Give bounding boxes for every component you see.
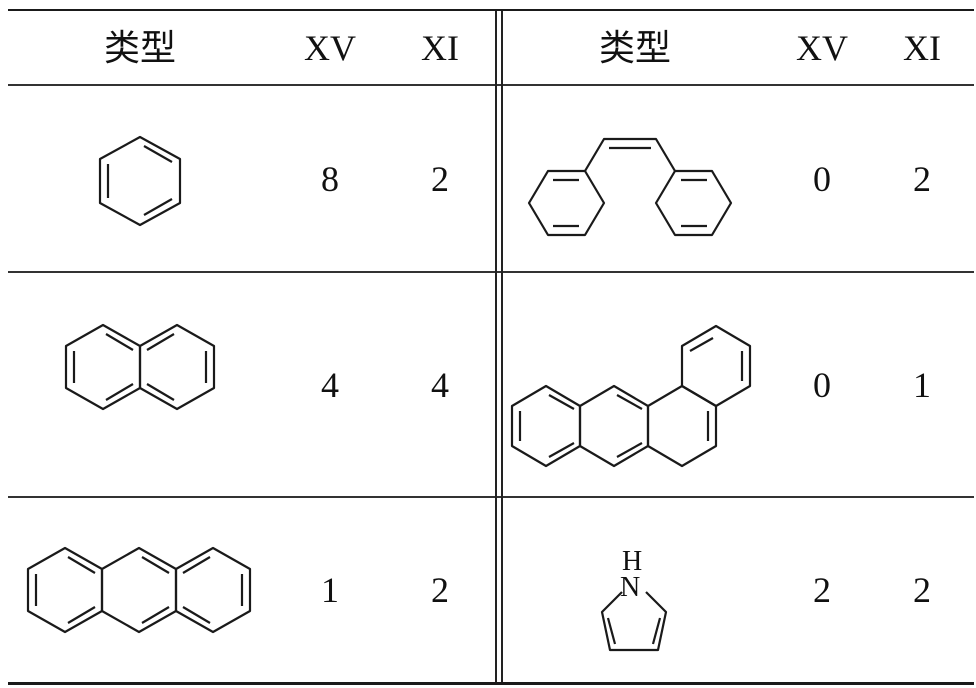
row1-left-xi: 2 <box>431 158 449 199</box>
column-group-divider <box>495 11 503 682</box>
anthracene-structure-icon <box>26 546 252 634</box>
header-type-right: 类型 <box>598 28 671 68</box>
header-xi-left: XI <box>421 28 459 68</box>
row-divider-1 <box>8 271 974 273</box>
row2-right-xi: 1 <box>913 364 931 405</box>
naphthalene-structure-icon <box>64 323 216 411</box>
header-divider <box>8 84 974 86</box>
header-xv-right: XV <box>796 28 848 68</box>
row-divider-2 <box>8 496 974 498</box>
row2-left-xv: 4 <box>321 364 339 405</box>
row1-left-xv: 8 <box>321 158 339 199</box>
table-top-rule <box>8 9 974 11</box>
pyrrole-h-label: H <box>622 546 642 577</box>
header-xv-left: XV <box>304 28 356 68</box>
header-type-left: 类型 <box>103 28 176 68</box>
phenanthrene-structure-icon <box>527 137 733 237</box>
row3-left-xi: 2 <box>431 570 449 610</box>
row2-right-xv: 0 <box>813 364 831 405</box>
header-xi-right: XI <box>903 28 941 68</box>
row3-right-xi: 2 <box>913 570 931 610</box>
row3-left-xv: 1 <box>321 570 339 610</box>
row1-right-xv: 0 <box>813 158 831 199</box>
row1-right-xi: 2 <box>913 158 931 199</box>
benzene-structure-icon <box>98 135 182 227</box>
pyrrole-structure-icon: H N <box>600 546 668 652</box>
row3-right-xv: 2 <box>813 570 831 610</box>
pyrrole-n-label: N <box>620 572 640 603</box>
table-bottom-rule <box>8 682 974 685</box>
row2-left-xi: 4 <box>431 364 449 405</box>
benzanthracene-structure-icon <box>510 324 752 468</box>
